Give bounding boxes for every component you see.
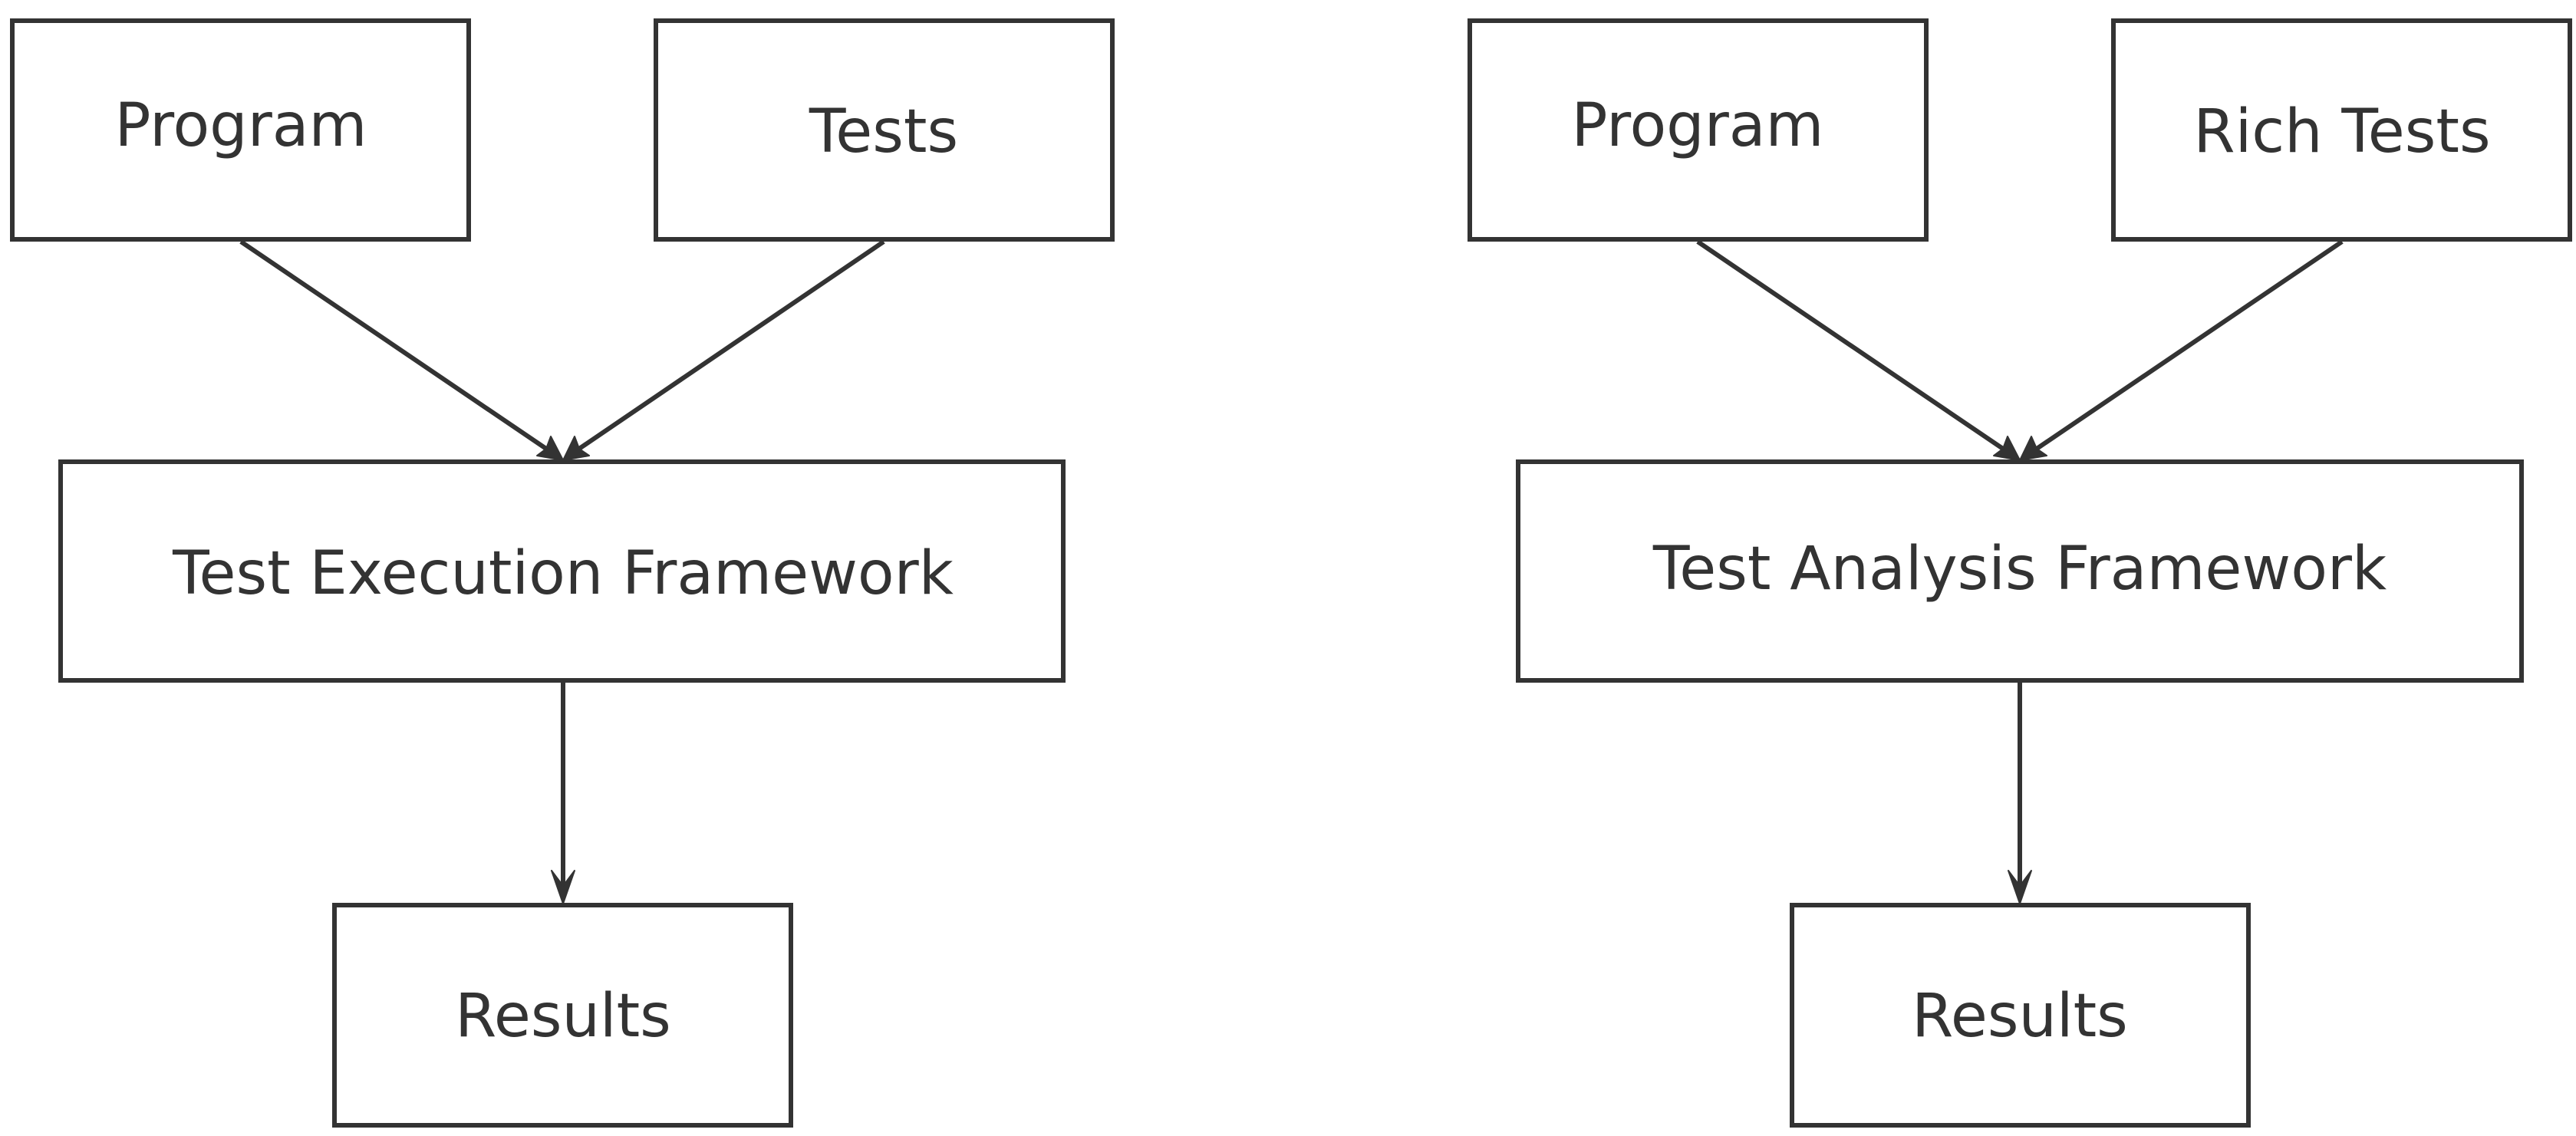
node-results-label: Results [455,982,671,1051]
node-tests: Tests [654,18,1115,242]
node-program: Program [1468,18,1929,242]
node-results: Results [332,903,793,1128]
node-framework: Test Execution Framework [58,459,1066,683]
edge-program-to-framework [239,239,564,461]
edge-tests-to-framework [562,239,885,461]
node-rich-tests-label: Rich Tests [2193,97,2490,166]
node-program: Program [10,18,471,242]
node-framework-label: Test Execution Framework [172,539,954,608]
edge-program-to-framework [1696,239,2021,461]
node-results-label: Results [1912,982,2128,1051]
node-results: Results [1790,903,2251,1128]
node-framework-label: Test Analysis Framework [1652,535,2387,604]
node-program-label: Program [1571,91,1823,160]
edge-tests-to-framework [2019,239,2344,461]
node-rich-tests: Rich Tests [2111,18,2572,242]
diagram-test-execution: Program Tests Test Execution Framework R… [10,18,1115,1128]
edge-framework-to-results [2008,680,2032,904]
node-program-label: Program [114,91,367,160]
edge-framework-to-results [551,680,575,904]
node-framework: Test Analysis Framework [1516,459,2524,683]
node-tests-label: Tests [809,97,958,166]
diagram-test-analysis: Program Rich Tests Test Analysis Framewo… [1468,18,2572,1128]
